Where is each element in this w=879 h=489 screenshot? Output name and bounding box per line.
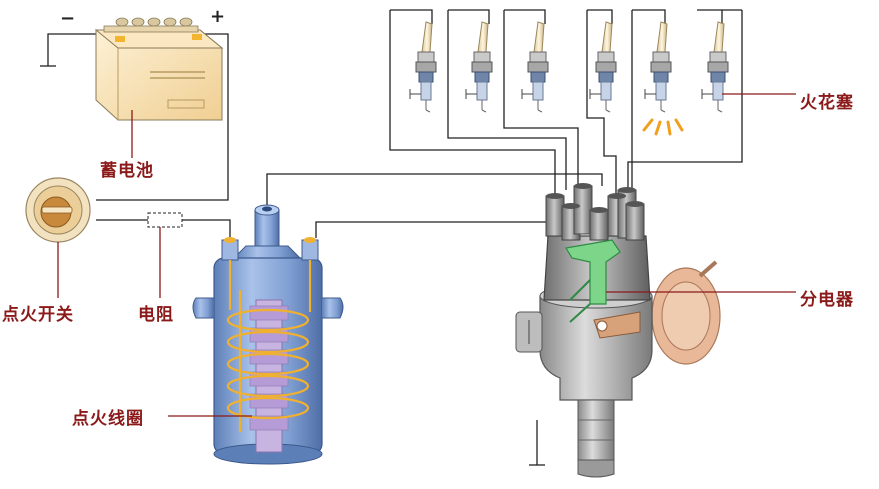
switch-to-coil-wire [96,219,231,238]
ignition-coil [192,204,344,465]
ignition-switch [25,177,91,243]
spark-plugs [409,21,729,113]
spark-plug [409,21,437,113]
battery-negative-wire [47,33,105,66]
wiring [40,9,743,466]
spark-plug [521,21,549,113]
ignition-switch-label: 点火开关 [2,305,74,325]
spark-plug-label: 火花塞 [800,93,854,113]
spark-plug [701,21,729,113]
high-voltage-lead [266,173,603,208]
battery-positive-wire [96,33,229,201]
distributor-label: 分电器 [800,290,854,310]
spark-plug [644,21,672,113]
battery-positive-terminal-label: + [210,6,226,27]
spark-plug [589,21,617,113]
resistor-label: 电阻 [138,305,174,325]
battery [94,17,224,121]
battery-label: 蓄电池 [100,161,154,181]
resistor-symbol [147,212,183,228]
battery-negative-terminal-label: − [60,8,76,29]
distributor [515,183,721,478]
spark-rays [642,118,684,136]
ignition-coil-label: 点火线圈 [72,409,144,429]
primary-to-points-wire [315,221,549,300]
spark-plug [465,21,493,113]
